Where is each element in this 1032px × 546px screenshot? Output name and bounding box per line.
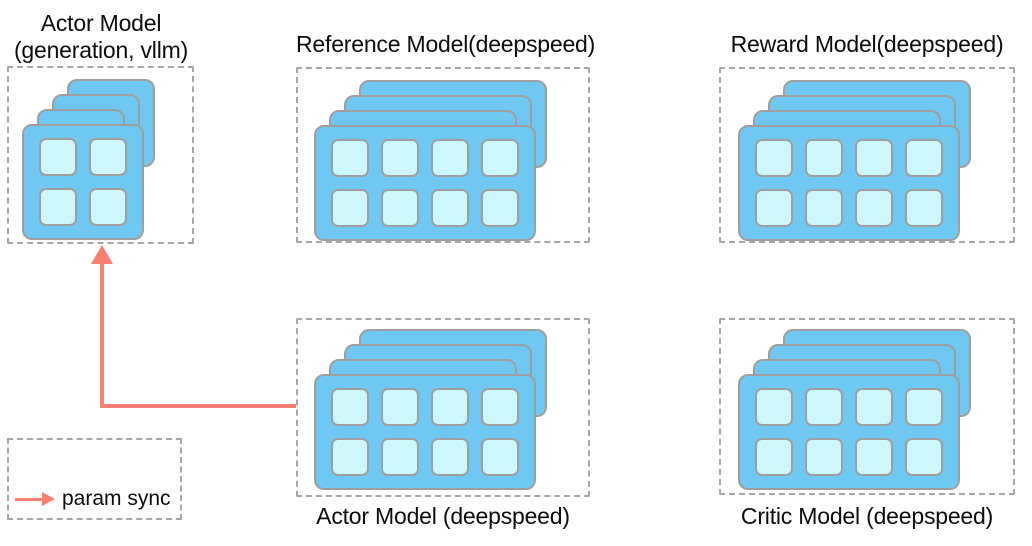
model-title-line2: (generation, vllm)	[13, 37, 189, 63]
gpu-cell	[855, 438, 893, 476]
gpu-cell	[331, 438, 369, 476]
gpu-cell	[331, 189, 369, 227]
gpu-box-reward	[719, 67, 1015, 243]
gpu-cell	[805, 388, 843, 426]
model-title-actor-train: Actor Model (deepspeed)	[316, 503, 570, 529]
gpu-stack	[298, 320, 588, 495]
gpu-cell	[805, 139, 843, 177]
model-title-actor-generation: Actor Model (generation, vllm)	[0, 10, 202, 64]
gpu-cell	[805, 189, 843, 227]
gpu-stack	[721, 320, 1013, 493]
gpu-box-reference	[296, 67, 590, 243]
gpu-cell	[755, 139, 793, 177]
gpu-card	[738, 125, 960, 241]
gpu-cell	[481, 189, 519, 227]
gpu-card	[314, 125, 536, 241]
gpu-cell	[431, 438, 469, 476]
gpu-cell	[39, 138, 77, 176]
gpu-cell	[755, 438, 793, 476]
gpu-stack	[721, 69, 1013, 241]
param-sync-arrow-horizontal-segment	[100, 404, 296, 408]
gpu-cell	[905, 139, 943, 177]
model-title-critic: Critic Model (deepspeed)	[740, 503, 994, 529]
gpu-cell	[905, 388, 943, 426]
gpu-cell	[381, 388, 419, 426]
model-title-reward: Reward Model(deepspeed)	[730, 31, 1004, 57]
legend-row: param sync	[15, 484, 171, 514]
gpu-cell	[481, 139, 519, 177]
gpu-cell	[481, 438, 519, 476]
gpu-cell	[905, 438, 943, 476]
gpu-cell	[481, 388, 519, 426]
param-sync-arrowhead-icon	[42, 492, 55, 506]
gpu-stack	[298, 69, 588, 241]
gpu-cell	[755, 388, 793, 426]
gpu-card	[22, 124, 144, 240]
gpu-card	[314, 374, 536, 490]
model-title-line1: Actor Model	[40, 10, 162, 36]
gpu-cell	[905, 189, 943, 227]
gpu-cell	[431, 139, 469, 177]
gpu-cell	[805, 438, 843, 476]
gpu-card	[738, 374, 960, 490]
gpu-cell	[331, 139, 369, 177]
gpu-cell	[431, 189, 469, 227]
legend-box: param sync	[7, 438, 182, 520]
gpu-cell	[755, 189, 793, 227]
model-title-reference: Reference Model(deepspeed)	[296, 31, 596, 57]
legend-label: param sync	[62, 487, 171, 510]
gpu-cell	[855, 189, 893, 227]
gpu-cell	[89, 138, 127, 176]
gpu-cell	[381, 189, 419, 227]
param-sync-arrowhead-icon	[91, 245, 113, 264]
gpu-stack	[9, 68, 192, 242]
gpu-box-actor-train	[296, 318, 590, 497]
gpu-box-actor-generation	[7, 66, 194, 244]
gpu-cell	[381, 438, 419, 476]
gpu-box-critic	[719, 318, 1015, 495]
gpu-cell	[331, 388, 369, 426]
gpu-cell	[89, 188, 127, 226]
gpu-cell	[39, 188, 77, 226]
param-sync-arrow-icon	[15, 497, 42, 501]
gpu-cell	[431, 388, 469, 426]
gpu-cell	[855, 139, 893, 177]
gpu-cell	[381, 139, 419, 177]
param-sync-arrow-vertical-segment	[100, 262, 104, 408]
gpu-cell	[855, 388, 893, 426]
